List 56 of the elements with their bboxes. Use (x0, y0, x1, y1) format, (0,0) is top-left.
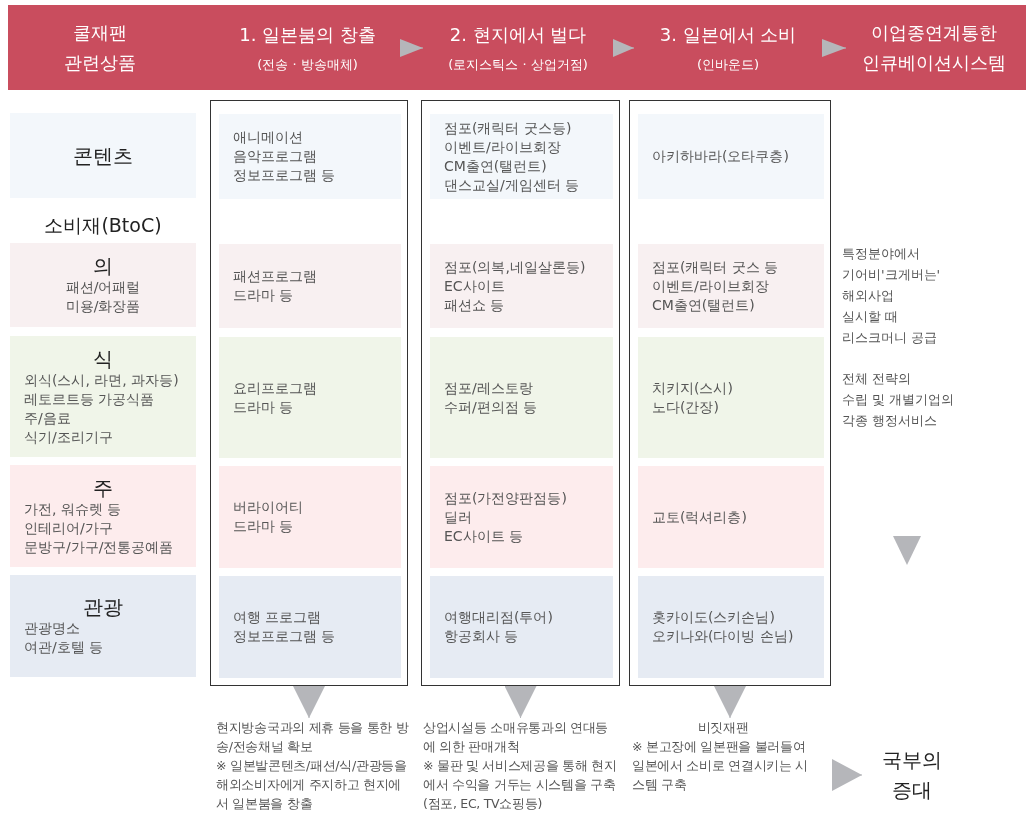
arrow (831, 759, 863, 791)
item-list: 여행 프로그램 정보프로그램 등 (233, 608, 336, 646)
column-subheading: (인바운드) (696, 56, 760, 74)
item-list: 아키하바라(오타쿠층) (652, 147, 789, 166)
note-text: 상업시설등 소매유통과의 연대등에 의한 판매개척 (423, 719, 610, 756)
item-list: 홋카이도(스키손님) 오키나와(다이빙 손님) (652, 608, 794, 646)
note-text: ※ 본고장에 일본팬을 불러들여 일본에서 소비로 연결시키는 시스템 구축 (632, 738, 810, 794)
item-list: 점포(가전양판점등) 딜러 EC사이트 등 (444, 488, 567, 546)
item-list: 점포(캐릭터 굿스 등 이벤트/라이브회장 CM출연(탤런트) (652, 257, 779, 315)
column-frame (210, 100, 408, 686)
column-subheading: (로지스틱스 · 상업거점) (448, 56, 588, 74)
column-heading: 1. 일본붐의 창출 (239, 23, 376, 47)
item-list: 점포(의복,네일살론등) EC사이트 패션쇼 등 (444, 257, 586, 315)
item-list: 패션프로그램 드라마 등 (233, 267, 317, 305)
item-list: 애니메이션 음악프로그램 정보프로그램 등 (233, 128, 336, 185)
note-text: ※ 일본발콘텐츠/패션/식/관광등을 해외소비자에게 주지하고 현지에서 일본붐을 창출 (216, 757, 408, 813)
category-box (10, 575, 196, 677)
note-text: 전체 전략의 수립 및 개별기업의 각종 행정서비스 (842, 370, 956, 430)
item-list: 점포(캐릭터 굿스등) 이벤트/라이브회장 CM출연(탤런트) 댄스교실/게임센터 등 (444, 118, 580, 195)
item-list: 점포/레스토랑 수퍼/편의점 등 (444, 378, 538, 417)
arrow (612, 39, 635, 57)
category-heading: 주 (92, 475, 114, 500)
item-box (219, 576, 401, 678)
item-list: 버라이어티 드라마 등 (233, 498, 303, 536)
note-text: 특정분야에서 기어비'크게버는' 해외사업 실시할 때 리스크머니 공급 (842, 245, 942, 347)
column-heading: 쿨재팬 관련상품 (64, 21, 136, 75)
item-list: 여행대리점(투어) 항공회사 등 (444, 608, 553, 646)
category-heading: 의 (92, 254, 114, 278)
arrow (293, 685, 325, 719)
note-text: ※ 물판 및 서비스제공을 통해 현지에서 수익을 거두는 시스템을 구축(점포, EC, TV쇼핑등) (423, 757, 618, 813)
row-heading: 소비재(BtoC) (43, 213, 163, 238)
arrow (504, 685, 537, 719)
note-text: 현지방송국과의 제휴 등을 통한 방송/전송채널 확보 (216, 719, 410, 756)
category-heading: 콘텐츠 (72, 143, 134, 168)
column-frame (421, 100, 620, 686)
column-frame (629, 100, 831, 686)
item-box (638, 576, 824, 678)
item-box (430, 576, 613, 678)
result-text: 국부의 증대 (882, 747, 942, 804)
column-heading: 3. 일본에서 소비 (659, 23, 797, 47)
item-list: 치키지(스시) 노다(간장) (652, 378, 733, 417)
category-items: 관광명소 여관/호텔 등 (23, 619, 105, 657)
item-list: 교토(럭셔리층) (652, 507, 747, 527)
column-subheading: (전송 · 방송매체) (257, 56, 358, 74)
category-heading: 식 (92, 346, 114, 371)
note-text: 비짓재팬 (696, 719, 750, 737)
column-heading: 이업종연계통한 인큐베이션시스템 (862, 21, 1006, 75)
category-items: 외식(스시, 라면, 과자등) 레토르트등 가공식품 주/음료 식기/조리기구 (23, 370, 180, 447)
category-heading: 관광 (82, 595, 124, 619)
arrow (821, 39, 847, 57)
arrow (714, 685, 746, 719)
category-items: 패션/어패럴 미용/화장품 (64, 278, 142, 316)
arrow (399, 39, 424, 57)
category-items: 가전, 워슈렛 등 인테리어/가구 문방구/가구/전통공예품 (23, 499, 175, 557)
item-list: 요리프로그램 드라마 등 (233, 378, 317, 417)
column-heading: 2. 현지에서 벌다 (449, 23, 587, 47)
